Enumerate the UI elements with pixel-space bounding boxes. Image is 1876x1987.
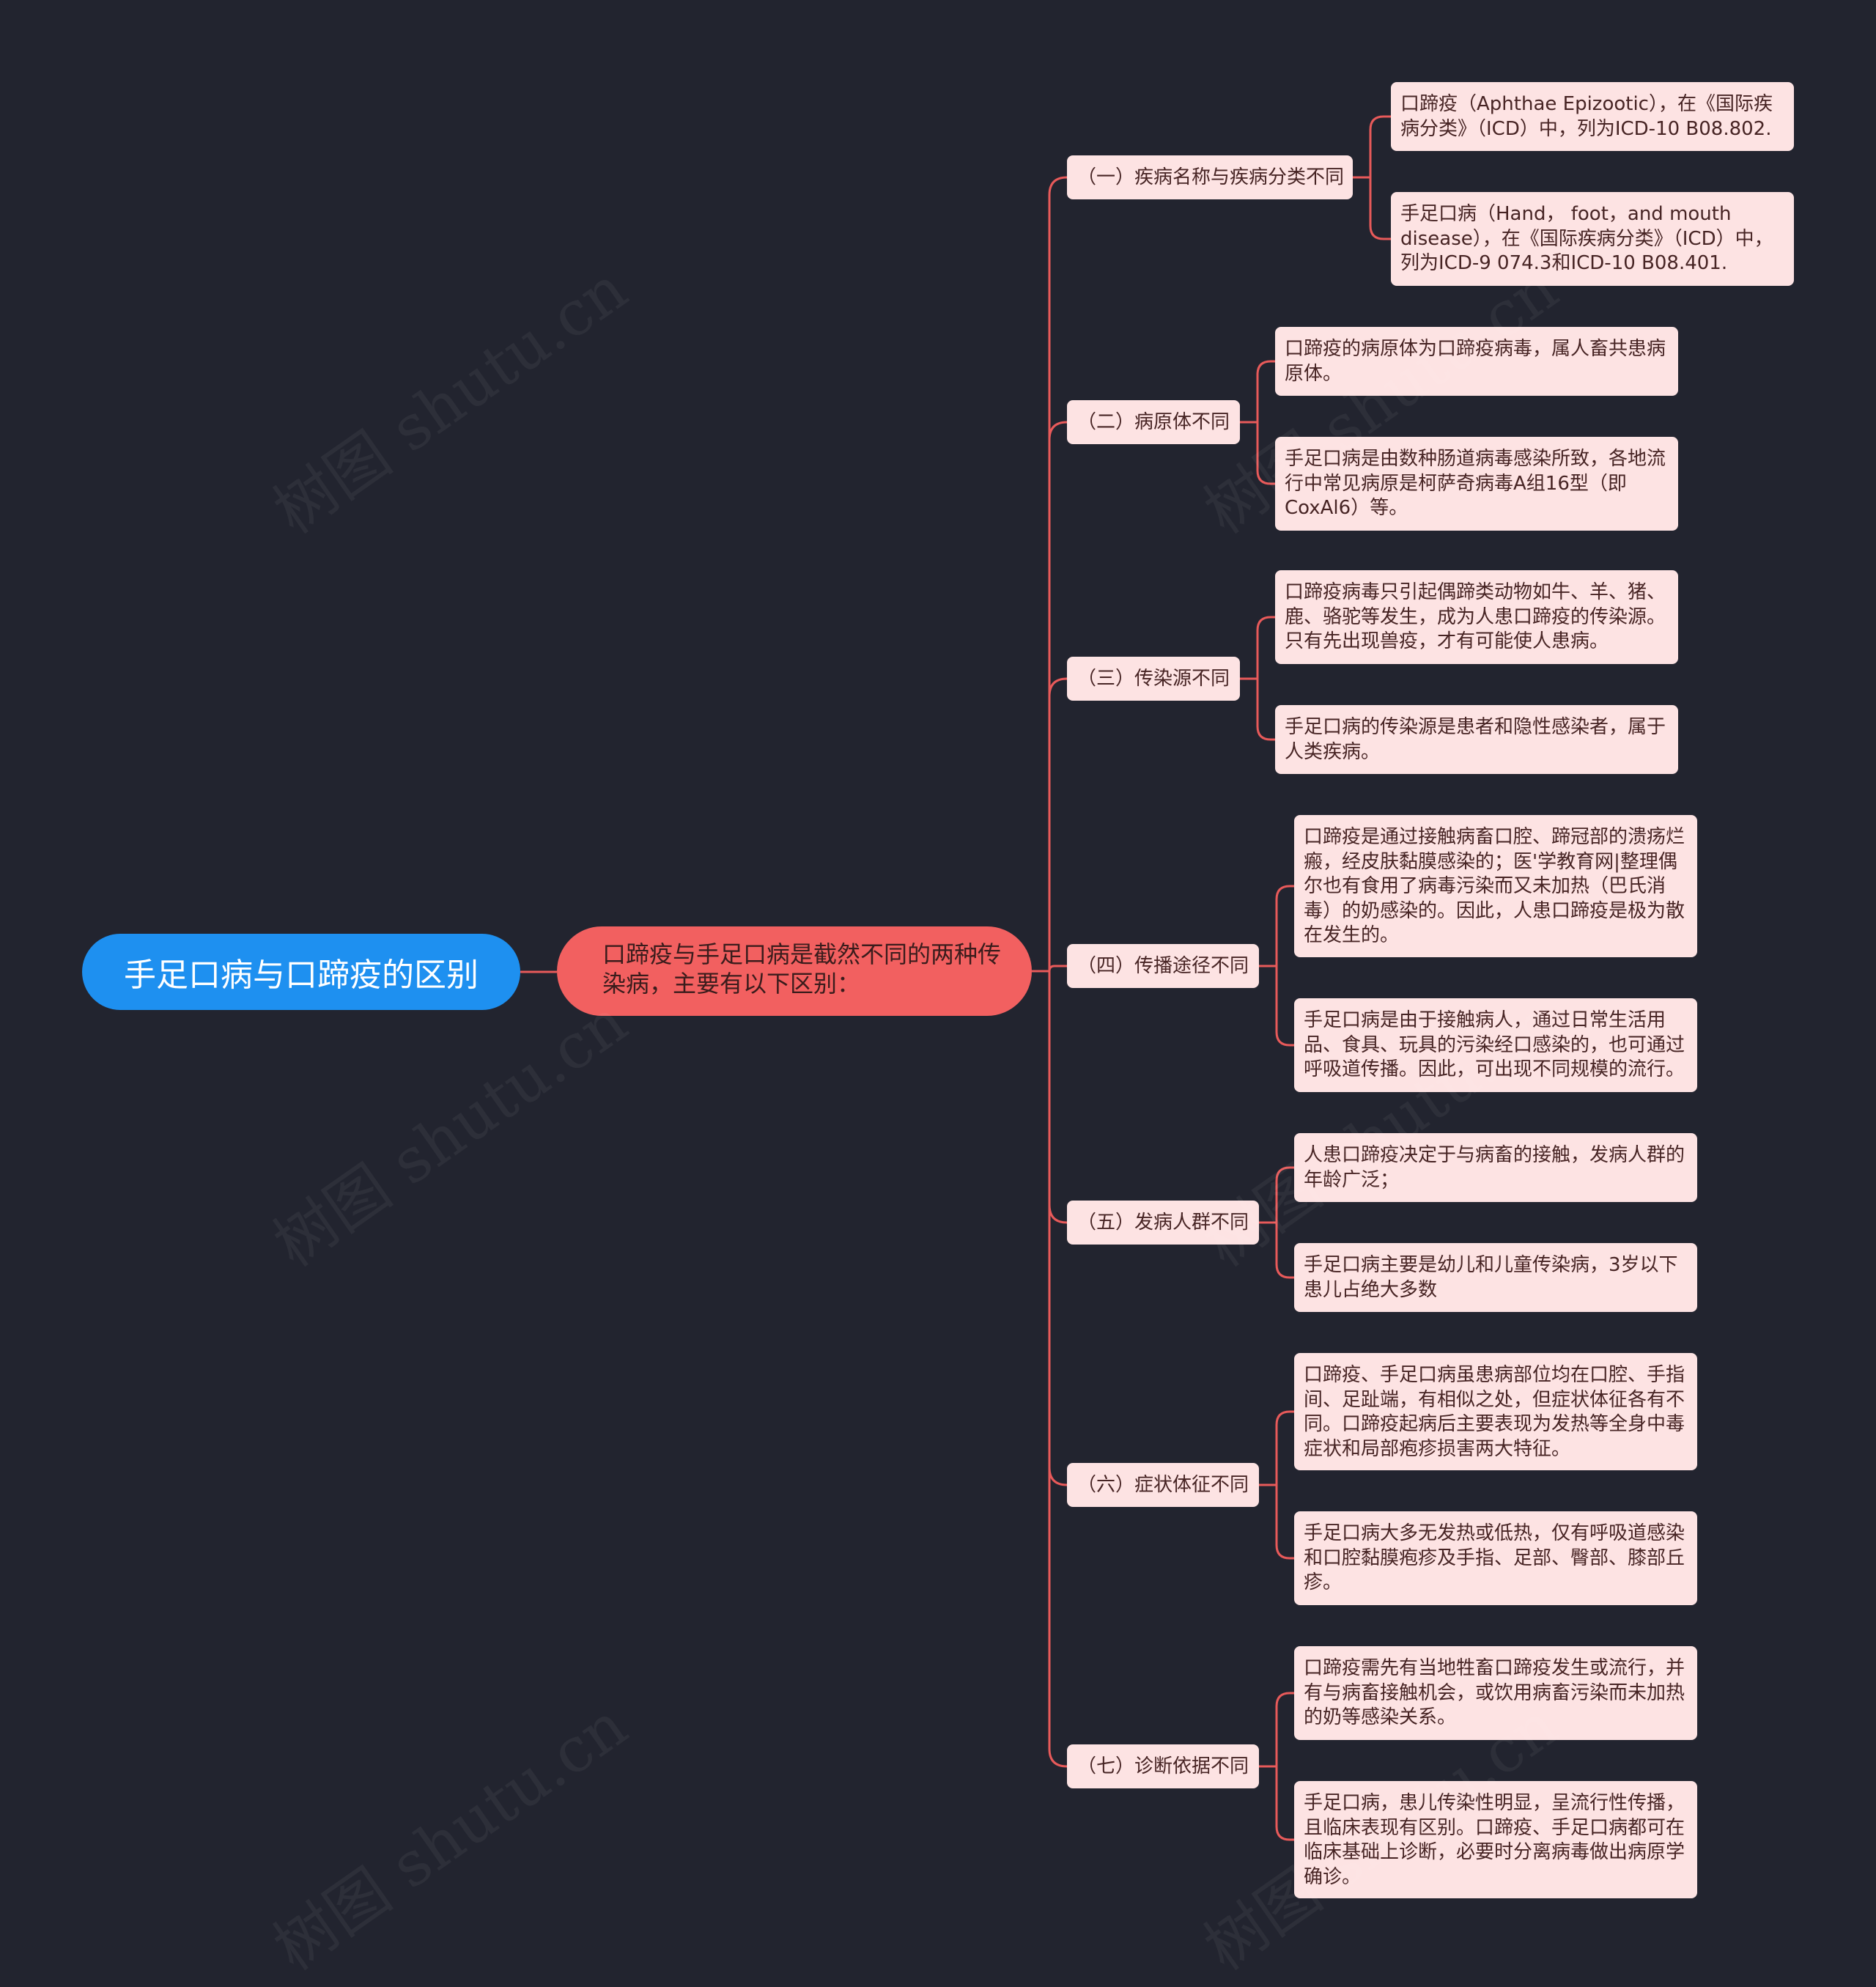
branch-link [1048,971,1068,1486]
leaf-link [1256,422,1275,485]
branch-diagnosis[interactable]: （七）诊断依据不同 [1067,1744,1259,1788]
summary-topic[interactable]: 口蹄疫与手足口病是截然不同的两种传染病，主要有以下区别： [557,926,1032,1016]
branch-label: （二）病原体不同 [1077,411,1230,433]
leaf-link [1256,679,1275,741]
branch-transmission[interactable]: （四）传播途径不同 [1067,944,1259,988]
leaf-link [1275,966,1294,1047]
leaf-text: 口蹄疫是通过接触病畜口腔、蹄冠部的溃疡烂瘢，经皮肤黏膜感染的；医'学教育网|整理… [1304,826,1685,946]
leaf-text: 口蹄疫（Aphthae Epizootic），在《国际疾病分类》（ICD）中，列… [1400,93,1773,140]
leaf-text: 手足口病主要是幼儿和儿童传染病，3岁以下患儿占绝大多数 [1304,1254,1678,1301]
branch-label: （三）传染源不同 [1077,668,1230,690]
leaf-node[interactable]: 手足口病的传染源是患者和隐性感染者，属于人类疾病。 [1275,705,1678,774]
leaf-text: 手足口病（Hand， foot，and mouth disease），在《国际疾… [1400,203,1773,274]
branch-pathogen[interactable]: （二）病原体不同 [1067,400,1240,444]
leaf-text: 手足口病是由数种肠道病毒感染所致，各地流行中常见病原是柯萨奇病毒A组16型（即C… [1285,448,1666,519]
leaf-link [1256,360,1275,422]
summary-topic-label: 口蹄疫与手足口病是截然不同的两种传染病，主要有以下区别： [602,940,1002,998]
branch-link [1048,965,1067,972]
leaf-link [1275,1692,1294,1766]
leaf-node[interactable]: 人患口蹄疫决定于与病畜的接触，发病人群的年龄广泛； [1294,1133,1697,1202]
branch-affected-population[interactable]: （五）发病人群不同 [1067,1201,1259,1245]
branch-label: （五）发病人群不同 [1077,1212,1249,1234]
leaf-node[interactable]: 手足口病是由数种肠道病毒感染所致，各地流行中常见病原是柯萨奇病毒A组16型（即C… [1275,437,1678,531]
branch-infection-source[interactable]: （三）传染源不同 [1067,657,1240,701]
branch-link [1048,971,1068,1224]
leaf-text: 手足口病是由于接触病人，通过日常生活用品、食具、玩具的污染经口感染的，也可通过呼… [1304,1009,1685,1080]
leaf-link [1275,1410,1294,1485]
leaf-link [1369,115,1391,177]
branch-label: （一）疾病名称与疾病分类不同 [1077,166,1345,188]
leaf-node[interactable]: 口蹄疫需先有当地牲畜口蹄疫发生或流行，并有与病畜接触机会，或饮用病畜污染而未加热… [1294,1646,1697,1740]
leaf-node[interactable]: 口蹄疫（Aphthae Epizootic），在《国际疾病分类》（ICD）中，列… [1391,82,1794,151]
leaf-node[interactable]: 口蹄疫病毒只引起偶蹄类动物如牛、羊、猪、鹿、骆驼等发生，成为人患口蹄疫的传染源。… [1275,570,1678,664]
leaf-node[interactable]: 手足口病主要是幼儿和儿童传染病，3岁以下患儿占绝大多数 [1294,1243,1697,1312]
leaf-link [1275,1485,1294,1560]
root-topic[interactable]: 手足口病与口蹄疫的区别 [82,934,520,1010]
leaf-text: 口蹄疫需先有当地牲畜口蹄疫发生或流行，并有与病畜接触机会，或饮用病畜污染而未加热… [1304,1657,1685,1728]
leaf-link [1369,177,1391,240]
branch-symptoms[interactable]: （六）症状体征不同 [1067,1463,1259,1507]
leaf-node[interactable]: 手足口病，患儿传染性明显，呈流行性传播，且临床表现有区别。口蹄疫、手足口病都可在… [1294,1781,1697,1898]
branch-link [1048,176,1068,971]
leaf-node[interactable]: 口蹄疫是通过接触病畜口腔、蹄冠部的溃疡烂瘢，经皮肤黏膜感染的；医'学教育网|整理… [1294,815,1697,957]
leaf-node[interactable]: 口蹄疫、手足口病虽患病部位均在口腔、手指间、足趾端，有相似之处，但症状体征各有不… [1294,1353,1697,1470]
branch-label: （七）诊断依据不同 [1077,1755,1249,1777]
leaf-text: 手足口病，患儿传染性明显，呈流行性传播，且临床表现有区别。口蹄疫、手足口病都可在… [1304,1792,1685,1888]
branch-link [1048,421,1068,971]
leaf-link [1275,1223,1294,1279]
leaf-link [1256,616,1275,679]
leaf-node[interactable]: 口蹄疫的病原体为口蹄疫病毒，属人畜共患病原体。 [1275,327,1678,396]
leaf-link [1275,1766,1294,1841]
leaf-text: 手足口病的传染源是患者和隐性感染者，属于人类疾病。 [1285,716,1666,763]
leaf-text: 口蹄疫病毒只引起偶蹄类动物如牛、羊、猪、鹿、骆驼等发生，成为人患口蹄疫的传染源。… [1285,581,1666,652]
root-topic-label: 手足口病与口蹄疫的区别 [124,956,479,994]
leaf-node[interactable]: 手足口病是由于接触病人，通过日常生活用品、食具、玩具的污染经口感染的，也可通过呼… [1294,998,1697,1092]
branch-label: （四）传播途径不同 [1077,955,1249,977]
branch-disease-classification[interactable]: （一）疾病名称与疾病分类不同 [1067,155,1353,199]
leaf-node[interactable]: 手足口病大多无发热或低热，仅有呼吸道感染和口腔黏膜疱疹及手指、足部、臀部、膝部丘… [1294,1511,1697,1605]
branch-link [1048,971,1068,1768]
branch-link [1048,677,1068,971]
leaf-node[interactable]: 手足口病（Hand， foot，and mouth disease），在《国际疾… [1391,192,1794,286]
leaf-text: 口蹄疫、手足口病虽患病部位均在口腔、手指间、足趾端，有相似之处，但症状体征各有不… [1304,1364,1685,1460]
leaf-link [1275,1166,1294,1223]
leaf-text: 手足口病大多无发热或低热，仅有呼吸道感染和口腔黏膜疱疹及手指、足部、臀部、膝部丘… [1304,1522,1685,1593]
leaf-text: 人患口蹄疫决定于与病畜的接触，发病人群的年龄广泛； [1304,1144,1685,1191]
branch-label: （六）症状体征不同 [1077,1474,1249,1496]
leaf-link [1275,885,1294,966]
leaf-text: 口蹄疫的病原体为口蹄疫病毒，属人畜共患病原体。 [1285,338,1666,385]
